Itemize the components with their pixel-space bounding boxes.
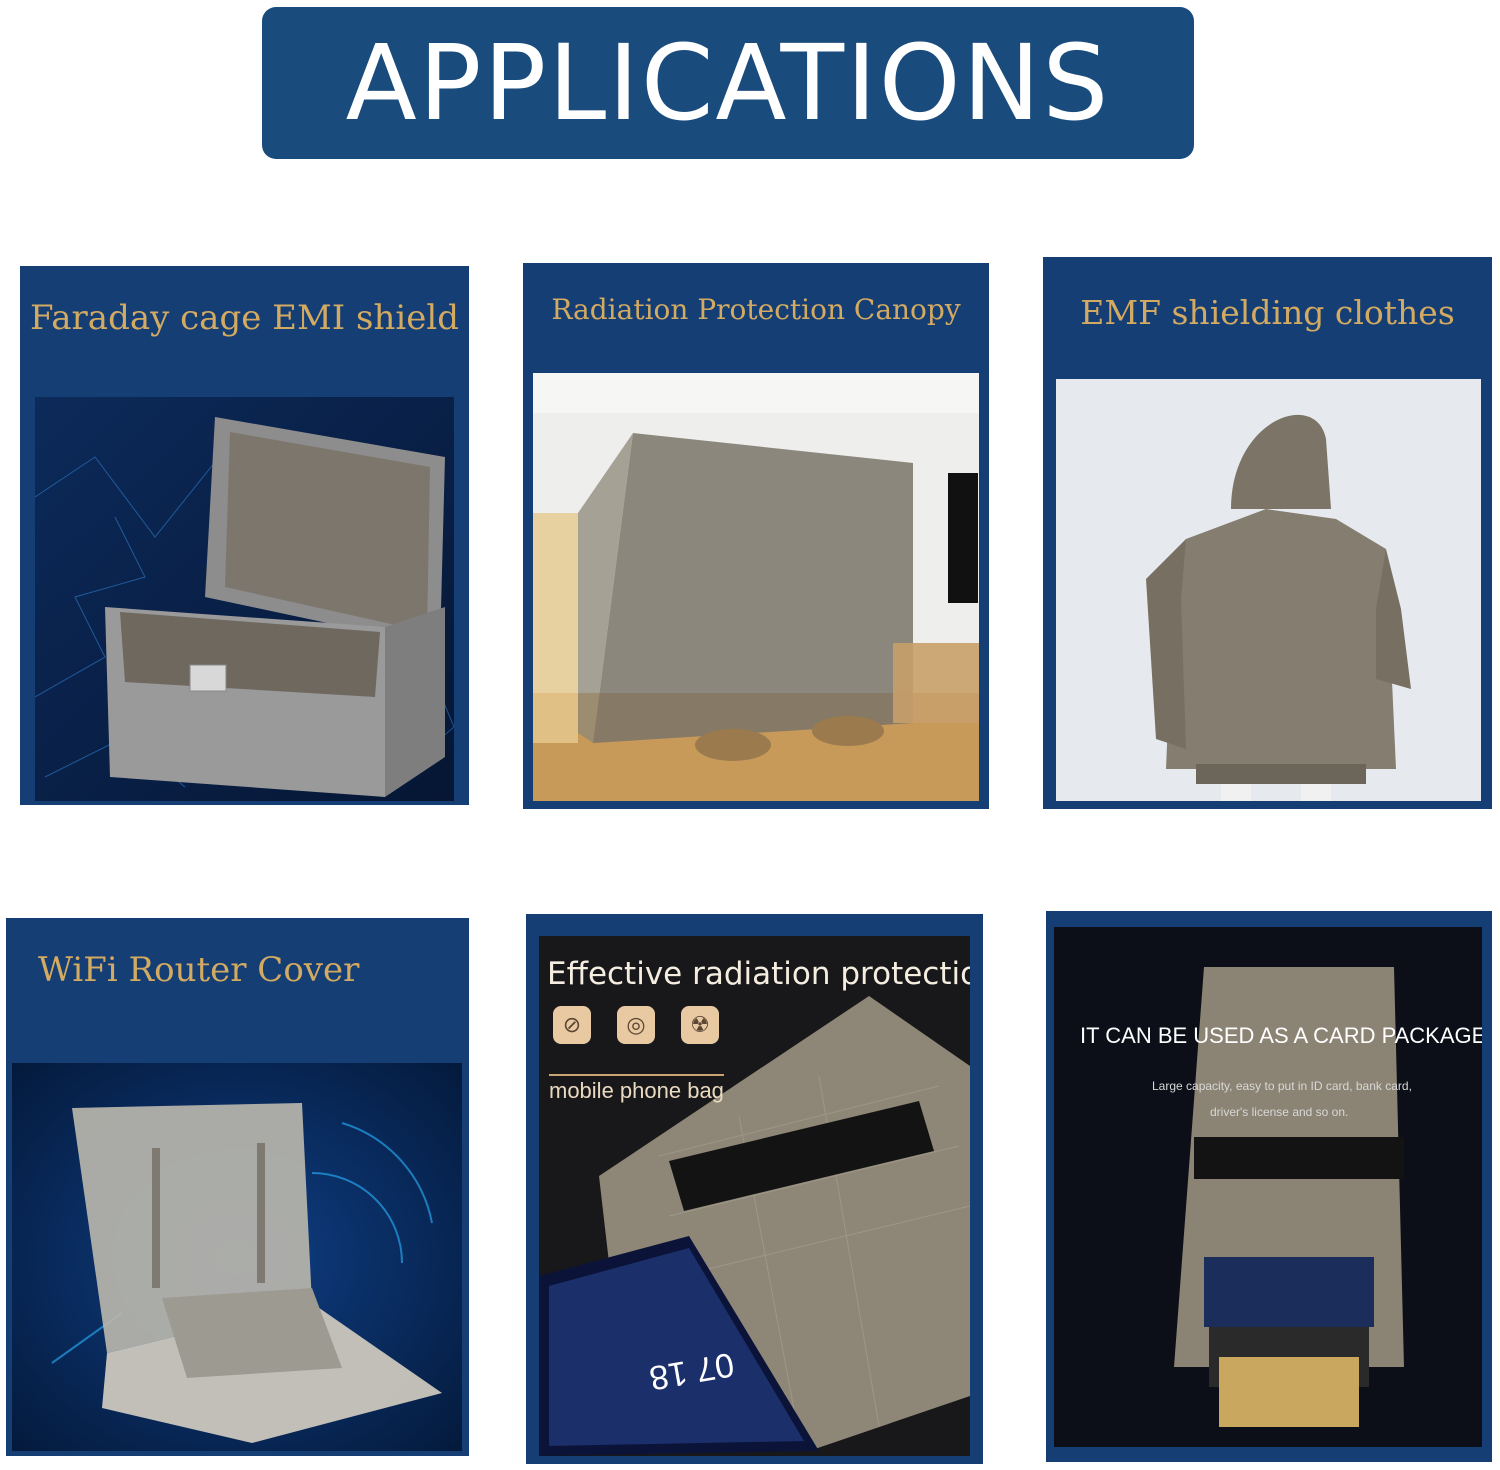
phone-bag-caption: mobile phone bag bbox=[549, 1074, 724, 1104]
panel-title: WiFi Router Cover bbox=[38, 950, 360, 990]
card-package-image: IT CAN BE USED AS A CARD PACKAGE Large c… bbox=[1054, 927, 1482, 1447]
panel-title: Faraday cage EMI shield bbox=[30, 298, 459, 338]
router-cover-image bbox=[12, 1063, 462, 1451]
card-package-subtext-2: driver's license and so on. bbox=[1210, 1105, 1349, 1119]
phone-bag-image: Effective radiation protection ⊘ ◎ ☢ mob… bbox=[539, 936, 970, 1456]
radiation-icon: ☢ bbox=[681, 1006, 719, 1044]
panel-emf-clothes: EMF shielding clothes bbox=[1043, 257, 1492, 809]
panel-wifi-router-cover: WiFi Router Cover bbox=[6, 918, 469, 1456]
signal-shield-icon: ⊘ bbox=[553, 1006, 591, 1044]
panel-radiation-canopy: Radiation Protection Canopy bbox=[523, 263, 989, 809]
wave-shield-icon: ◎ bbox=[617, 1006, 655, 1044]
panel-card-package: IT CAN BE USED AS A CARD PACKAGE Large c… bbox=[1046, 911, 1492, 1462]
phone-bag-headline: Effective radiation protection bbox=[547, 956, 970, 992]
hoodie-image bbox=[1056, 379, 1481, 801]
panel-title: Radiation Protection Canopy bbox=[551, 293, 961, 326]
panel-title: EMF shielding clothes bbox=[1080, 293, 1455, 332]
header-banner: APPLICATIONS bbox=[262, 7, 1194, 159]
page-title: APPLICATIONS bbox=[345, 22, 1111, 144]
panel-faraday-cage: Faraday cage EMI shield bbox=[20, 266, 469, 805]
faraday-box-image bbox=[35, 397, 454, 801]
card-package-headline: IT CAN BE USED AS A CARD PACKAGE bbox=[1080, 1023, 1482, 1048]
panel-mobile-phone-bag: Effective radiation protection ⊘ ◎ ☢ mob… bbox=[526, 914, 983, 1464]
card-package-subtext-1: Large capacity, easy to put in ID card, … bbox=[1152, 1079, 1412, 1093]
canopy-image bbox=[533, 373, 979, 801]
feature-icon-row: ⊘ ◎ ☢ bbox=[553, 1006, 719, 1044]
